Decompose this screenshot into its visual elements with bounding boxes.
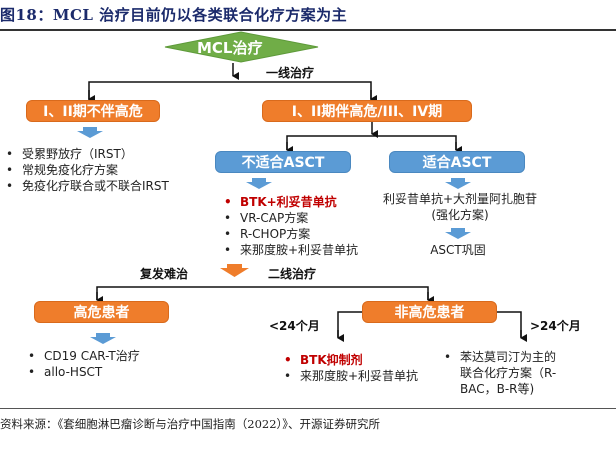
asct-split	[286, 135, 457, 150]
gt24-treatment-list: 苯达莫司汀为主的 联合化疗方案（R- BAC，B-R等)	[442, 349, 556, 397]
list-item: 免疫化疗联合或不联合IRST	[4, 178, 169, 194]
second-line-label: 二线治疗	[268, 267, 317, 281]
second-line-split	[96, 286, 429, 300]
blue-arrow-induction	[445, 228, 471, 239]
figure-source: 资料来源：《套细胞淋巴瘤诊断与治疗中国指南（2022）》、开源证券研究所	[0, 417, 381, 431]
list-item: 来那度胺+利妥昔单抗	[222, 242, 358, 258]
non-high-risk-patients-box: 非高危患者	[362, 301, 497, 323]
blue-arrow-low-risk	[77, 127, 103, 138]
list-item-highlight: BTK抑制剂	[282, 352, 418, 368]
lt24-label: <24个月	[269, 319, 320, 333]
root-label: MCL治疗	[197, 39, 263, 57]
non-high-risk-patients-label: 非高危患者	[394, 305, 465, 321]
list-item: R-CHOP方案	[222, 226, 358, 242]
stage-low-risk-box: I、II期不伴高危	[26, 100, 160, 122]
list-item: allo-HSCT	[26, 364, 140, 380]
orange-arrow-relapse	[220, 264, 249, 277]
blue-block-arrows	[77, 127, 471, 344]
top-rule	[0, 29, 616, 31]
gt24-branch	[496, 311, 522, 337]
list-item: 常规免疫化疗方案	[4, 162, 169, 178]
list-item: CD19 CAR-T治疗	[26, 348, 140, 364]
first-line-split	[88, 81, 372, 100]
first-line-label: 一线治疗	[266, 66, 315, 80]
blue-arrow-high-risk-2	[90, 333, 116, 344]
list-item: VR-CAP方案	[222, 210, 358, 226]
blue-arrow-eligible	[445, 178, 471, 189]
gt24-line-3: BAC，B-R等)	[460, 382, 535, 396]
relapse-label: 复发难治	[140, 267, 189, 281]
eligible-asct-label: 适合ASCT	[422, 155, 492, 171]
gt24-line-1: 苯达莫司汀为主的	[460, 350, 557, 364]
lt24-branch	[337, 311, 362, 337]
high-risk-patients-label: 高危患者	[73, 305, 130, 321]
lt24-treatment-list: BTK抑制剂 来那度胺+利妥昔单抗	[282, 352, 418, 384]
not-eligible-asct-box: 不适合ASCT	[215, 151, 351, 173]
bottom-rule	[0, 408, 616, 409]
figure-title: 图18：MCL 治疗目前仍以各类联合化疗方案为主	[0, 6, 348, 24]
root-diamond	[164, 31, 319, 63]
stage-low-risk-label: I、II期不伴高危	[43, 104, 143, 120]
stage-high-risk-label: I、II期伴高危/III、IV期	[291, 104, 443, 120]
low-risk-treatment-list: 受累野放疗（IRST） 常规免疫化疗方案 免疫化疗联合或不联合IRST	[4, 146, 169, 194]
not-eligible-treatment-list: BTK+利妥昔单抗 VR-CAP方案 R-CHOP方案 来那度胺+利妥昔单抗	[222, 194, 358, 258]
list-item: 苯达莫司汀为主的 联合化疗方案（R- BAC，B-R等)	[442, 349, 556, 397]
list-item: 来那度胺+利妥昔单抗	[282, 368, 418, 384]
induction-line-2: (强化方案)	[431, 208, 489, 222]
induction-line-1: 利妥昔单抗+大剂量阿扎胞苷	[382, 192, 538, 206]
blue-arrow-not-eligible	[246, 178, 272, 189]
not-eligible-asct-label: 不适合ASCT	[241, 155, 325, 171]
list-item: 受累野放疗（IRST）	[4, 146, 169, 162]
high-risk-treatment-list: CD19 CAR-T治疗 allo-HSCT	[26, 348, 140, 380]
stage-high-risk-box: I、II期伴高危/III、IV期	[262, 100, 472, 122]
high-risk-patients-box: 高危患者	[34, 301, 169, 323]
eligible-asct-box: 适合ASCT	[389, 151, 525, 173]
gt24-label: >24个月	[530, 319, 581, 333]
induction-regimen: 利妥昔单抗+大剂量阿扎胞苷 (强化方案)	[370, 191, 550, 223]
gt24-line-2: 联合化疗方案（R-	[460, 366, 557, 380]
list-item-highlight: BTK+利妥昔单抗	[222, 194, 358, 210]
asct-consolidation: ASCT巩固	[430, 243, 486, 257]
